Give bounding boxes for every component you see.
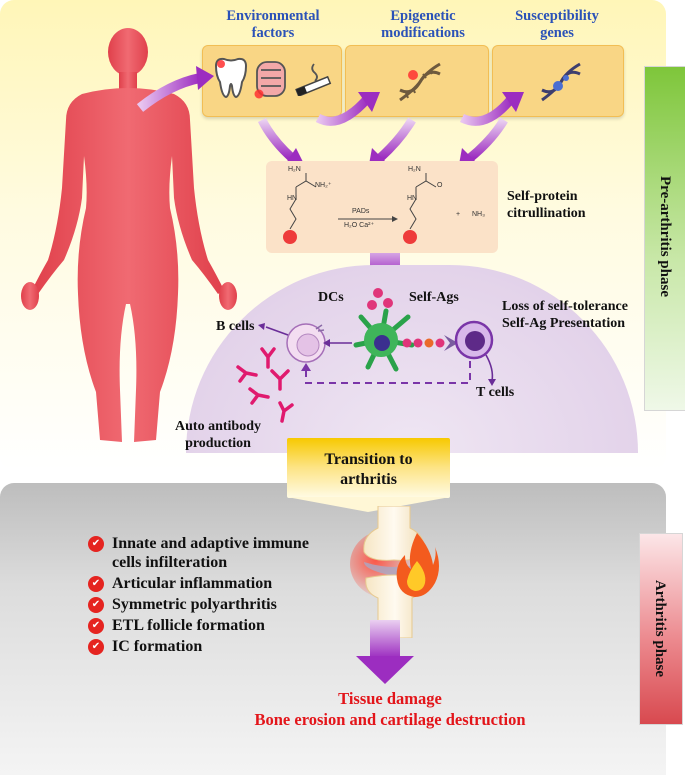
label-dcs: DCs (318, 290, 344, 305)
label-t-cells: T cells (476, 385, 515, 400)
product-oxygen: O (437, 182, 443, 189)
plus-sign: + (456, 211, 461, 218)
header-epigenetic-modifications: Epigenetic modifications (381, 8, 465, 41)
byproduct-nh3: NH₃ (472, 211, 485, 218)
label-b-cells: B cells (216, 319, 255, 334)
intestine-icon (254, 61, 286, 99)
arthritis-panel (0, 483, 666, 775)
symptom-list: ✔ Innate and adaptive immune cells infil… (88, 534, 358, 656)
outcome-tissue-damage: Tissue damage (338, 689, 442, 708)
t-cell-icon (454, 320, 494, 360)
bullet-text: Articular inflammation (112, 575, 273, 592)
header-susceptibility-genes: Susceptibility genes (515, 8, 599, 41)
label-pre-arthritis-phase: Pre-arthritis phase (656, 175, 673, 297)
label-transition-to-arthritis: Transition to arthritis (324, 451, 413, 488)
gene-dna-icon (541, 62, 581, 102)
immune-cells-scene (258, 288, 496, 386)
dna-icon (399, 62, 441, 102)
label-self-ags: Self-Ags (409, 290, 459, 305)
header-environmental-factors: Environmental factors (226, 8, 320, 41)
bottom-down-arrow (370, 620, 400, 658)
pre-arthritis-phase-bar (644, 66, 685, 411)
reactant-h2n: H₂N (288, 166, 301, 173)
label-loss-of-self-tolerance: Loss of self-tolerance Self-Ag Presentat… (502, 299, 628, 331)
label-citrullination: Self-protein citrullination (507, 189, 586, 221)
human-silhouette-icon (21, 28, 237, 442)
citrullination-reaction (283, 173, 437, 244)
label-arthritis-phase: Arthritis phase (652, 579, 669, 677)
check-icon: ✔ (88, 639, 104, 655)
cofactors: H₂O Ca²⁺ (344, 222, 375, 229)
list-item: ✔ IC formation (88, 637, 358, 656)
check-icon: ✔ (88, 576, 104, 592)
tooth-icon (214, 57, 248, 99)
product-hn: HN (407, 195, 418, 202)
fire-icon (396, 533, 439, 597)
check-icon: ✔ (88, 536, 104, 552)
check-icon: ✔ (88, 597, 104, 613)
outcome-bone-erosion: Bone erosion and cartilage destruction (254, 710, 526, 729)
enzyme-pads: PADs (352, 208, 370, 215)
product-h2n: H₂N (408, 166, 421, 173)
label-autoantibody-production: Auto antibody production (175, 419, 261, 451)
check-icon: ✔ (88, 618, 104, 634)
list-item: ✔ Symmetric polyarthritis (88, 595, 358, 614)
bullet-text: Symmetric polyarthritis (112, 596, 277, 613)
dendritic-cell-icon (353, 308, 415, 372)
transition-arrow-tip (287, 497, 450, 512)
reactant-nh2-plus: NH₂⁺ (315, 182, 332, 189)
citrullination-reaction-box (266, 161, 498, 253)
transition-box (287, 438, 450, 498)
list-item: ✔ Articular inflammation (88, 574, 358, 593)
bullet-text: Innate and adaptive immune cells infilte… (112, 535, 309, 571)
list-item: ✔ ETL follicle formation (88, 616, 358, 635)
arthritis-phase-bar (639, 533, 683, 725)
reactant-hn: HN (287, 195, 298, 202)
bullet-text: ETL follicle formation (112, 617, 265, 634)
list-item: ✔ Innate and adaptive immune cells infil… (88, 534, 358, 572)
cigarette-icon (295, 63, 332, 96)
bullet-text: IC formation (112, 638, 203, 655)
antibody-icon (236, 347, 294, 423)
bottom-arrow-head (356, 656, 414, 684)
